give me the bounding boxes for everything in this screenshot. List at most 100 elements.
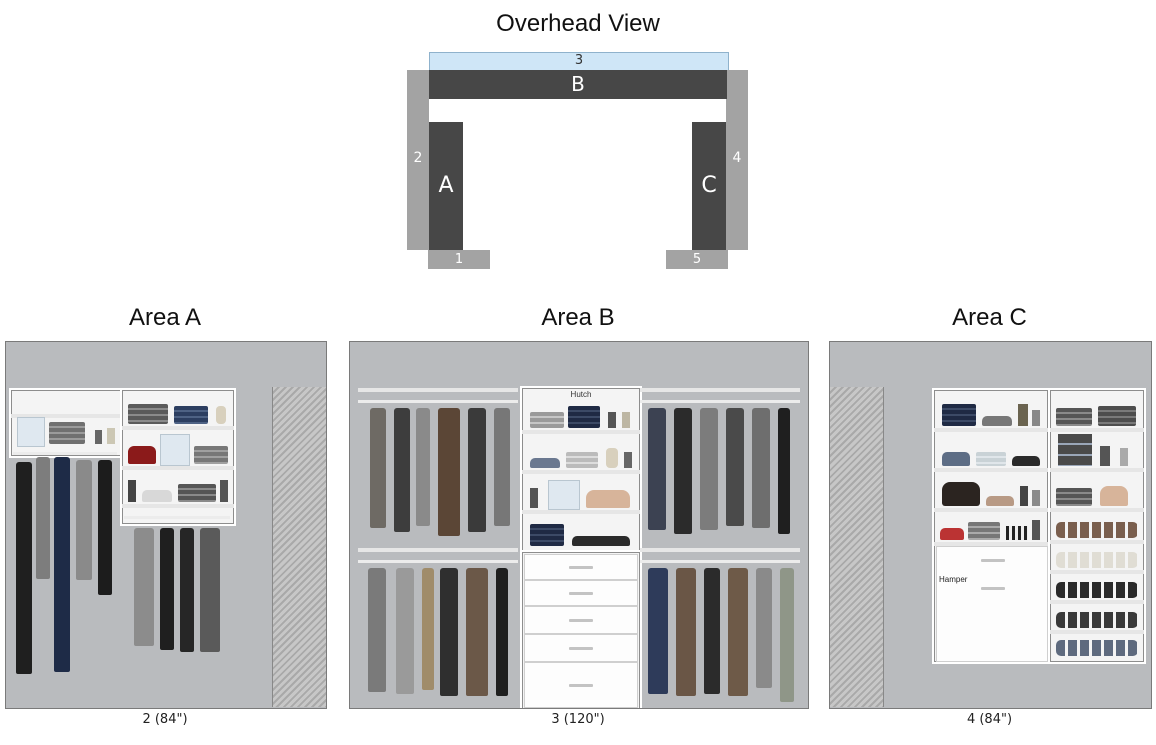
hanging-shirt	[674, 408, 692, 534]
bottle	[530, 488, 538, 508]
area-c-shelf-tower-left: Hamper	[932, 388, 1050, 664]
folded-clothes	[566, 452, 598, 468]
bottle	[624, 452, 632, 468]
folded-clothes	[968, 522, 1000, 540]
vase	[216, 406, 226, 424]
storage-box	[17, 417, 45, 447]
storage-box	[548, 480, 580, 510]
overhead-top-strip: 3	[429, 52, 729, 71]
bottle	[1018, 404, 1028, 426]
storage-box	[160, 434, 190, 466]
sneakers	[940, 528, 964, 540]
drawer[interactable]	[524, 554, 638, 580]
hanging-shirt	[36, 457, 50, 579]
heels	[586, 490, 630, 508]
hanging-shirt	[134, 528, 154, 646]
hanging-shirt	[368, 568, 386, 692]
area-c-shelf-tower-right	[1048, 388, 1146, 664]
shoe-row	[1056, 640, 1138, 656]
area-b-panel: Hutch	[349, 341, 809, 709]
hamper-label: Hamper	[939, 575, 968, 584]
drawer[interactable]	[524, 634, 638, 662]
bottle	[220, 480, 228, 502]
red-shoes	[128, 446, 156, 464]
shoe-row	[1056, 522, 1138, 538]
folded-jeans	[1056, 488, 1092, 506]
bottle	[608, 412, 616, 428]
folded-clothes	[178, 484, 216, 502]
bottle	[95, 430, 102, 444]
hanging-shirt	[756, 568, 772, 688]
bottle	[1032, 520, 1040, 540]
area-c-title: Area C	[952, 304, 1027, 331]
folded-clothes	[568, 406, 600, 428]
hanging-shirt	[16, 462, 32, 674]
hanging-shirt	[780, 568, 794, 702]
hanging-shirt	[394, 408, 410, 532]
area-c-panel: Hamper	[829, 341, 1152, 709]
hanging-coat	[676, 568, 696, 696]
hanging-pants	[160, 528, 174, 650]
hanging-shirt	[704, 568, 720, 694]
hanging-pants	[180, 528, 194, 652]
hanging-pants	[496, 568, 508, 696]
bottle	[622, 412, 630, 428]
overhead-side-left	[407, 70, 429, 250]
bottle	[1100, 446, 1110, 466]
overhead-wall-b: B	[429, 70, 727, 99]
drawer[interactable]	[524, 580, 638, 606]
overhead-wall-a: A	[429, 122, 463, 250]
storage-drawers	[1058, 434, 1092, 466]
hanging-coat	[728, 568, 748, 696]
hanging-shirt	[752, 408, 770, 528]
hanging-shirt	[200, 528, 220, 652]
folded-clothes	[128, 404, 168, 424]
hamper: Hamper	[936, 546, 1048, 662]
area-c-hatched-wall	[830, 387, 884, 707]
sneakers	[942, 452, 970, 466]
bottle	[1032, 490, 1040, 506]
vase	[606, 448, 618, 468]
area-a-title: Area A	[128, 304, 202, 331]
sneakers	[1006, 526, 1028, 540]
top-strip-number: 3	[574, 53, 584, 68]
shoes	[572, 536, 630, 546]
hanging-shirt	[700, 408, 718, 530]
folded-clothes	[194, 446, 228, 464]
overhead-base-right: 5	[666, 250, 728, 269]
hanging-shirt	[468, 408, 486, 532]
area-b-caption: 3 (120")	[551, 712, 605, 727]
shoe-row	[1056, 552, 1138, 568]
area-a-caption: 2 (84")	[142, 712, 188, 727]
area-b-title: Area B	[541, 304, 615, 331]
base-right-number: 5	[692, 252, 702, 267]
handbag	[942, 482, 980, 506]
side-right-number: 4	[732, 150, 742, 166]
hanging-shirt	[416, 408, 430, 526]
drawer[interactable]	[524, 606, 638, 634]
area-b-hutch: Hutch	[520, 386, 642, 554]
overhead-wall-c: C	[692, 122, 726, 250]
overhead-title: Overhead View	[496, 10, 660, 37]
wall-c-label: C	[701, 173, 717, 198]
wall-a-label: A	[438, 173, 454, 198]
drawer[interactable]	[524, 662, 638, 708]
shoes	[1012, 456, 1040, 466]
hanging-shirt	[648, 408, 666, 530]
heels	[1100, 486, 1128, 506]
bottle	[1120, 448, 1128, 466]
area-a-hatched-wall	[272, 387, 326, 707]
hanging-shirt	[54, 457, 70, 672]
hanging-coat	[648, 568, 668, 694]
folded-clothes	[1056, 408, 1092, 426]
hanging-shirt	[370, 408, 386, 528]
hanging-coat	[438, 408, 460, 536]
bottle	[107, 428, 115, 444]
area-a-shelf-unit-left	[9, 388, 123, 458]
folded-jeans	[530, 524, 564, 546]
area-a-shelf-unit-right	[120, 388, 236, 526]
folded-clothes	[1098, 406, 1136, 426]
area-a-panel	[5, 341, 327, 709]
hanging-coat	[466, 568, 488, 696]
hanging-shirt	[440, 568, 458, 696]
